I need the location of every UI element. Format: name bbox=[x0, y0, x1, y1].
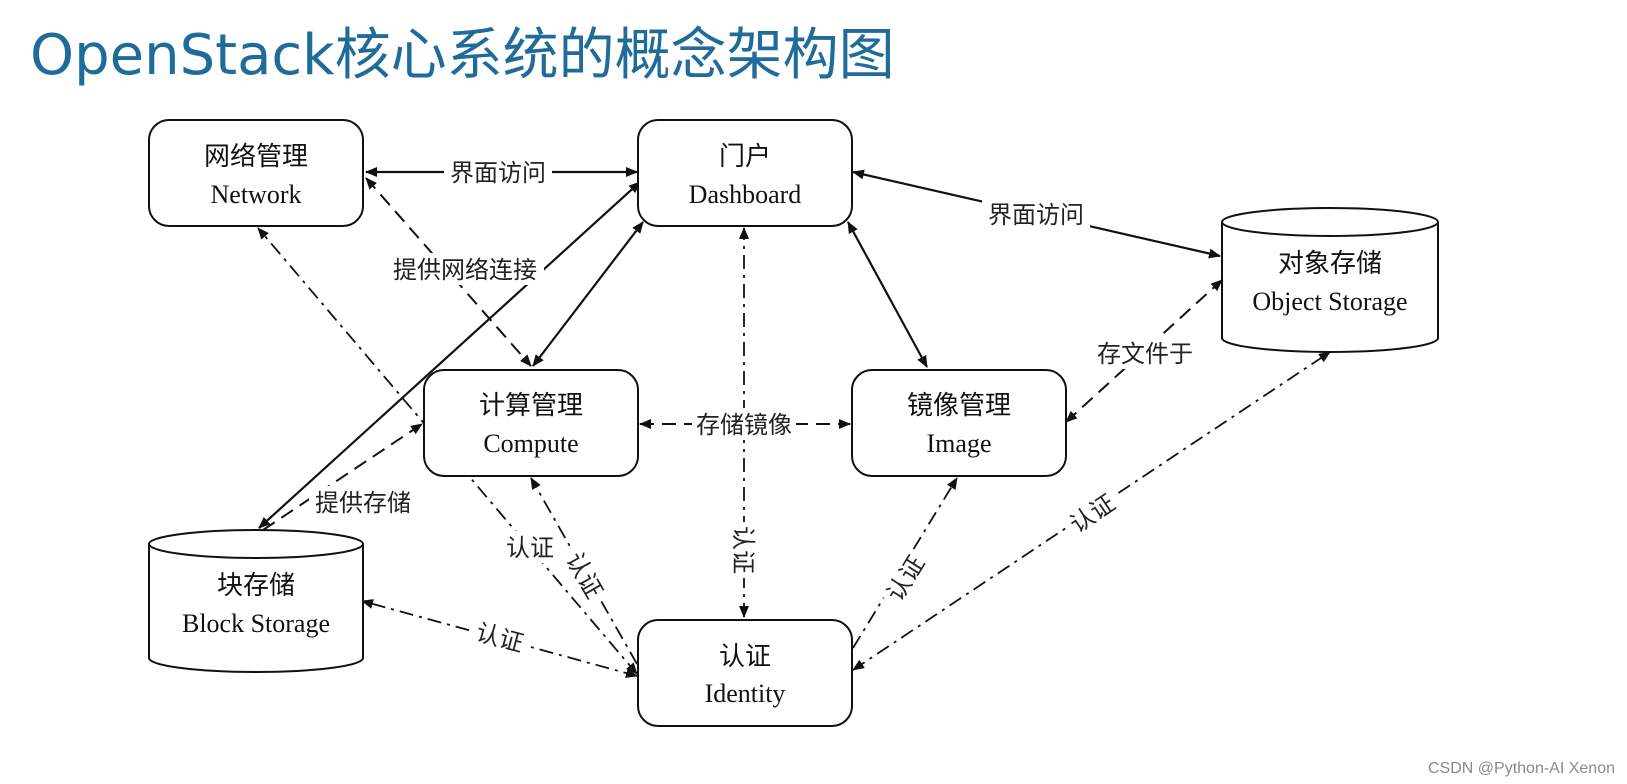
label-auth-block-text: 认证 bbox=[473, 618, 527, 657]
node-image-cn: 镜像管理 bbox=[907, 391, 1011, 421]
label-auth-network: 认证 bbox=[502, 531, 558, 563]
label-store-file-text: 存文件于 bbox=[1097, 340, 1193, 368]
label-auth-network-text: 认证 bbox=[506, 534, 554, 562]
edge-identity-object bbox=[852, 351, 1331, 671]
node-dashboard: 门户 Dashboard bbox=[637, 119, 853, 227]
node-image-en: Image bbox=[927, 429, 992, 458]
label-auth-compute: 认证 bbox=[557, 542, 613, 608]
label-ui-network-text: 界面访问 bbox=[450, 159, 546, 187]
edge-labels: 界面访问 界面访问 提供网络连接 存储镜像 存文件于 提供存储 认证 bbox=[309, 156, 1198, 660]
node-compute: 计算管理 Compute bbox=[423, 369, 639, 477]
node-block-en: Block Storage bbox=[182, 609, 330, 638]
edge-dashboard-image bbox=[847, 221, 928, 368]
edge-dashboard-compute bbox=[532, 221, 644, 367]
node-image: 镜像管理 Image bbox=[851, 369, 1067, 477]
node-network: 网络管理 Network bbox=[148, 119, 364, 227]
label-net-conn-text: 提供网络连接 bbox=[393, 256, 537, 284]
label-ui-object-text: 界面访问 bbox=[988, 201, 1084, 229]
label-net-conn: 提供网络连接 bbox=[386, 253, 544, 285]
label-ui-network: 界面访问 bbox=[444, 156, 552, 188]
node-dashboard-en: Dashboard bbox=[689, 180, 802, 209]
node-identity-en: Identity bbox=[705, 679, 786, 708]
label-store-image-text: 存储镜像 bbox=[696, 411, 792, 439]
page-title: OpenStack核心系统的概念架构图 bbox=[30, 23, 895, 88]
node-object-storage: 对象存储 Object Storage bbox=[1221, 207, 1439, 353]
node-network-en: Network bbox=[211, 180, 302, 209]
label-auth-block: 认证 bbox=[468, 614, 532, 660]
label-auth-image: 认证 bbox=[876, 545, 934, 611]
label-auth-object: 认证 bbox=[1059, 484, 1125, 542]
label-store-file: 存文件于 bbox=[1092, 337, 1198, 369]
node-identity-cn: 认证 bbox=[719, 642, 771, 672]
label-provide-storage-text: 提供存储 bbox=[315, 489, 411, 517]
label-auth-dashboard-text: 认证 bbox=[729, 526, 757, 574]
node-object-cn: 对象存储 bbox=[1278, 249, 1382, 279]
node-compute-cn: 计算管理 bbox=[479, 391, 583, 421]
node-object-en: Object Storage bbox=[1252, 287, 1407, 316]
node-block-storage: 块存储 Block Storage bbox=[148, 529, 364, 673]
label-ui-object: 界面访问 bbox=[982, 198, 1090, 230]
edge-identity-block bbox=[361, 599, 638, 678]
node-block-cn: 块存储 bbox=[217, 571, 295, 601]
node-network-cn: 网络管理 bbox=[204, 142, 308, 172]
watermark: CSDN @Python-AI Xenon bbox=[1428, 760, 1615, 777]
label-provide-storage: 提供存储 bbox=[309, 486, 417, 518]
label-auth-dashboard: 认证 bbox=[728, 522, 760, 578]
node-dashboard-cn: 门户 bbox=[719, 142, 771, 172]
node-identity: 认证 Identity bbox=[637, 619, 853, 727]
nodes: 网络管理 Network 门户 Dashboard 计算管理 Compute 镜… bbox=[148, 119, 1439, 727]
label-store-image: 存储镜像 bbox=[692, 408, 796, 440]
node-compute-en: Compute bbox=[483, 429, 578, 458]
